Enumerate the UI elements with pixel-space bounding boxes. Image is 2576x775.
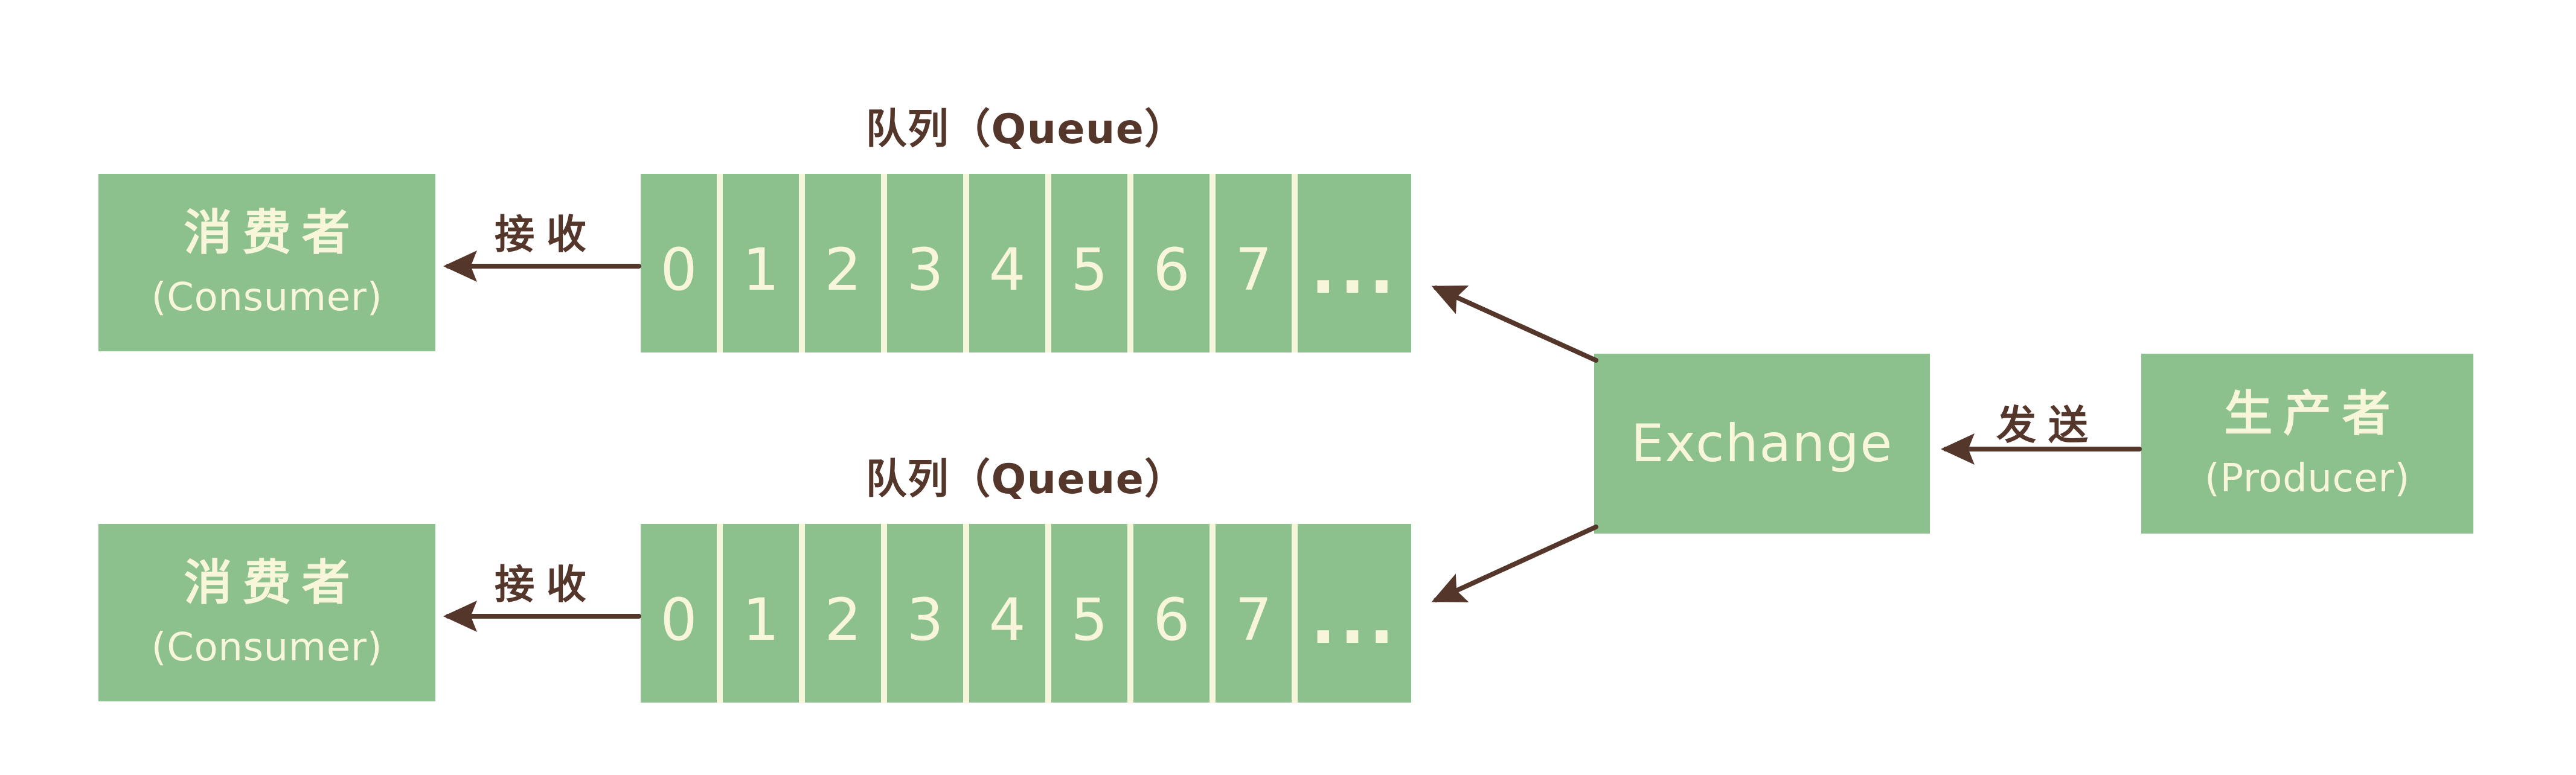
queue-2: 0 1 2 3 4 5 6 7 ... <box>641 524 1411 703</box>
exchange-box: Exchange <box>1594 354 1930 534</box>
queue-2-cell-7: 7 <box>1210 524 1292 703</box>
consumer-2-title: 消费者 <box>184 554 361 611</box>
consumer-box-2: 消费者 (Consumer) <box>98 524 435 701</box>
queue-1-caption: 队列（Queue） <box>865 105 1187 153</box>
receive-label-1: 接收 <box>495 211 598 258</box>
queue-2-cell-2: 2 <box>799 524 881 703</box>
queue-1-cell-2: 2 <box>799 174 881 352</box>
queue-1-cell-0: 0 <box>660 236 697 304</box>
queue-2-cell-6: 6 <box>1127 524 1210 703</box>
queue-2-cell-4: 4 <box>963 524 1045 703</box>
queue-1-cell-1: 1 <box>717 174 799 352</box>
arrow-exchange-to-queue2 <box>1431 525 1598 602</box>
exchange-label: Exchange <box>1631 413 1893 474</box>
queue-2-cell-3: 3 <box>881 524 963 703</box>
consumer-1-subtitle: (Consumer) <box>151 275 383 320</box>
queue-1-cell-3: 3 <box>881 174 963 352</box>
arrow-exchange-to-queue1 <box>1431 285 1598 363</box>
consumer-box-1: 消费者 (Consumer) <box>98 174 435 351</box>
queue-1-cell-7: 7 <box>1210 174 1292 352</box>
queue-1-cell-ellipsis: ... <box>1292 174 1411 352</box>
consumer-1-title: 消费者 <box>184 204 361 261</box>
consumer-2-subtitle: (Consumer) <box>151 625 383 670</box>
queue-1-cell-6: 6 <box>1127 174 1210 352</box>
queue-1: 0 1 2 3 4 5 6 7 ... <box>641 174 1411 352</box>
receive-label-2: 接收 <box>495 561 598 608</box>
queue-2-cell-1: 1 <box>717 524 799 703</box>
producer-title: 生产者 <box>2224 385 2401 442</box>
queue-1-cell-4: 4 <box>963 174 1045 352</box>
producer-box: 生产者 (Producer) <box>2141 354 2473 534</box>
queue-2-cell-5: 5 <box>1045 524 1127 703</box>
queue-2-cell-ellipsis: ... <box>1292 524 1411 703</box>
send-label: 发送 <box>1996 402 2100 448</box>
queue-2-cell-0: 0 <box>660 586 697 654</box>
queue-2-caption: 队列（Queue） <box>865 455 1187 503</box>
producer-subtitle: (Producer) <box>2205 456 2410 501</box>
queue-1-cell-5: 5 <box>1045 174 1127 352</box>
